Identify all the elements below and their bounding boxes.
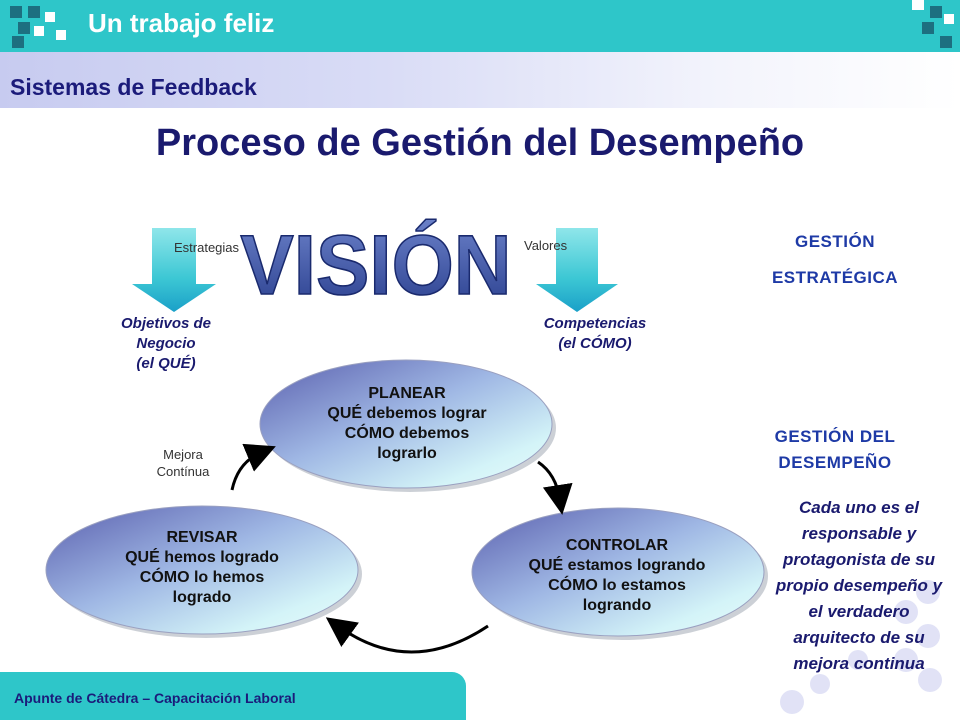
responsable-text: Cada uno es el responsable y protagonist…: [775, 498, 943, 673]
controlar-title: CONTROLAR: [565, 537, 669, 554]
revisar-line-1: QUÉ hemos logrado: [125, 549, 279, 566]
header-title: Un trabajo feliz: [88, 8, 275, 38]
estrategias-label: Estrategias: [174, 240, 240, 255]
header-bar: [0, 0, 960, 52]
revisar-line-3: logrado: [172, 589, 232, 606]
competencias-caption: Competencias (el CÓMO): [510, 314, 680, 354]
gestion-estrategica-line-1: GESTIÓN: [794, 232, 875, 251]
revisar-text: REVISAR QUÉ hemos logrado CÓMO lo hemos …: [80, 528, 324, 608]
footer-bar: [0, 672, 466, 720]
controlar-to-revisar-arrow: [325, 617, 489, 654]
section-bar: [0, 52, 960, 108]
objetivos-line-1: Objetivos de: [120, 315, 212, 332]
competencias-line-2: (el CÓMO): [558, 335, 632, 352]
mejora-arrow: [230, 443, 276, 491]
planear-text: PLANEAR QUÉ debemos lograr CÓMO debemos …: [290, 384, 524, 464]
controlar-line-3: logrando: [582, 597, 652, 614]
objetivos-line-3: (el QUÉ): [136, 355, 196, 372]
gestion-estrategica-line-2: ESTRATÉGICA: [771, 268, 899, 287]
gestion-estrategica-label: GESTIÓN ESTRATÉGICA: [740, 224, 930, 296]
gestion-desempeno-line-1: GESTIÓN DEL: [774, 427, 896, 446]
planear-line-3: lograrlo: [377, 445, 437, 462]
valores-label: Valores: [524, 238, 568, 253]
gestion-desempeno-line-2: DESEMPEÑO: [778, 453, 892, 472]
revisar-ellipse: [45, 505, 359, 635]
estrategias-arrow: [132, 228, 216, 312]
revisar-line-2: CÓMO lo hemos: [139, 569, 265, 586]
competencias-line-1: Competencias: [543, 315, 647, 332]
slide-title: Proceso de Gestión del Desempeño: [155, 122, 805, 164]
section-title: Sistemas de Feedback: [10, 74, 257, 100]
planear-title: PLANEAR: [368, 385, 446, 402]
controlar-ellipse: [471, 507, 765, 637]
planear-line-2: CÓMO debemos: [344, 425, 470, 442]
decorative-circles: [780, 580, 942, 714]
mejora-continua-label: Mejora Contínua: [140, 446, 226, 480]
vision-wordart: VISIÓN: [240, 219, 511, 312]
planear-ellipse: [259, 359, 553, 489]
revisar-title: REVISAR: [166, 529, 238, 546]
controlar-text: CONTROLAR QUÉ estamos logrando CÓMO lo e…: [486, 536, 748, 616]
objetivos-caption: Objetivos de Negocio (el QUÉ): [86, 314, 246, 374]
mejora-line-1: Mejora: [163, 447, 203, 462]
planear-to-controlar-arrow: [537, 460, 573, 515]
controlar-line-2: CÓMO lo estamos: [548, 577, 686, 594]
controlar-line-1: QUÉ estamos logrando: [528, 557, 706, 574]
planear-line-1: QUÉ debemos lograr: [327, 405, 487, 422]
valores-arrow: [536, 228, 618, 312]
mejora-line-2: Contínua: [156, 464, 210, 479]
footer-text: Apunte de Cátedra – Capacitación Laboral: [14, 690, 296, 706]
gestion-desempeno-label: GESTIÓN DEL DESEMPEÑO: [740, 424, 930, 476]
objetivos-line-2: Negocio: [136, 335, 196, 352]
